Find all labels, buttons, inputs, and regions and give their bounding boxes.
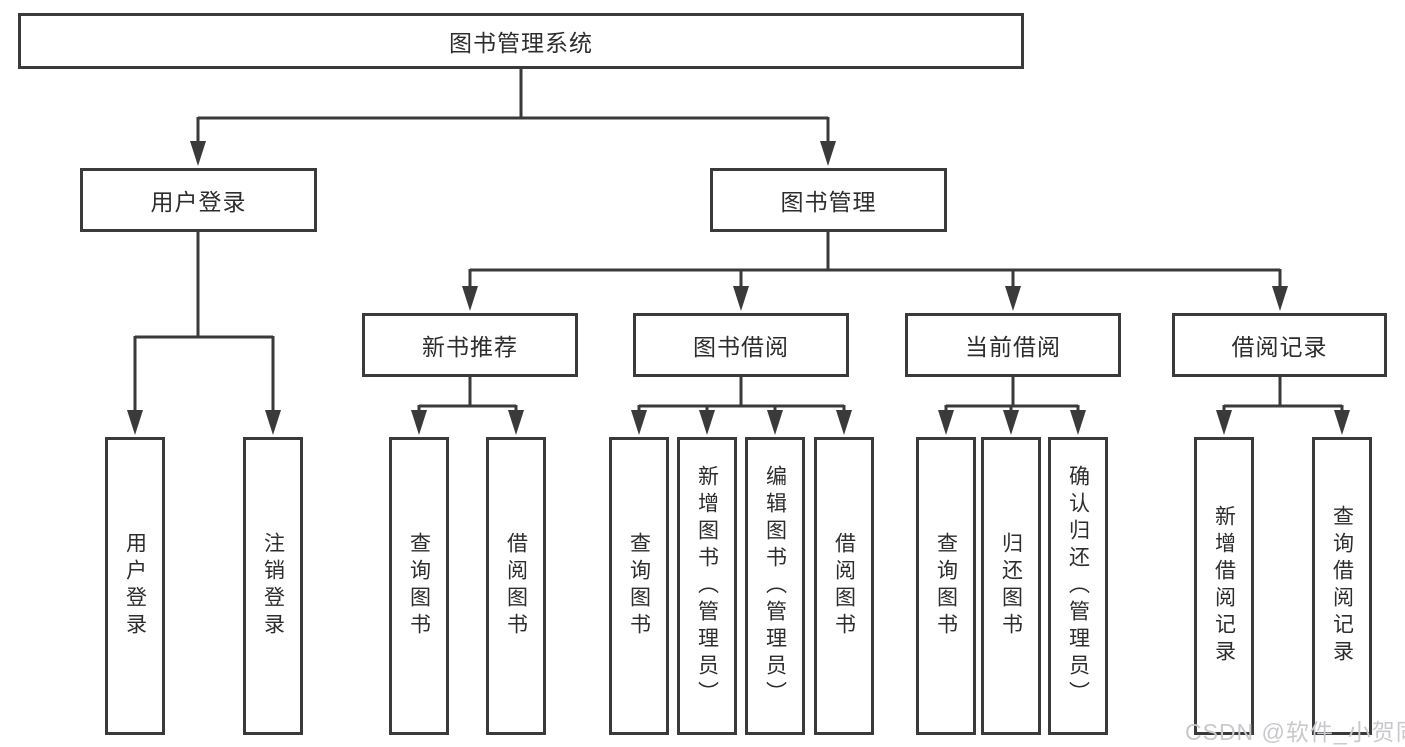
node-root-system: 图书管理系统 <box>18 13 1024 69</box>
leaf-edit-book-admin: 编辑图书（管理员） <box>745 437 805 735</box>
leaf-query-borrow-record: 查询借阅记录 <box>1312 437 1372 735</box>
section-new-book-recommend: 新书推荐 <box>362 313 578 377</box>
leaf-logout: 注销登录 <box>243 437 303 735</box>
leaf-borrow-book: 借阅图书 <box>814 437 874 735</box>
leaf-return-book: 归还图书 <box>981 437 1041 735</box>
branch-user-login: 用户登录 <box>80 168 317 232</box>
leaf-recommend-query-book: 查询图书 <box>389 437 449 735</box>
leaf-add-borrow-record: 新增借阅记录 <box>1194 437 1254 735</box>
leaf-borrow-query-book: 查询图书 <box>609 437 669 735</box>
leaf-user-login: 用户登录 <box>105 437 165 735</box>
leaf-confirm-return-admin: 确认归还（管理员） <box>1048 437 1108 735</box>
branch-book-management: 图书管理 <box>710 168 947 232</box>
leaf-add-book-admin: 新增图书（管理员） <box>677 437 737 735</box>
section-book-borrow: 图书借阅 <box>633 313 849 377</box>
arrowheads <box>127 141 1350 435</box>
leaf-recommend-borrow-book: 借阅图书 <box>486 437 546 735</box>
section-borrow-records: 借阅记录 <box>1172 313 1387 377</box>
watermark: CSDN @软件_小贺同学 <box>1185 719 1405 745</box>
section-current-borrow: 当前借阅 <box>905 313 1121 377</box>
leaf-current-query-book: 查询图书 <box>916 437 976 735</box>
